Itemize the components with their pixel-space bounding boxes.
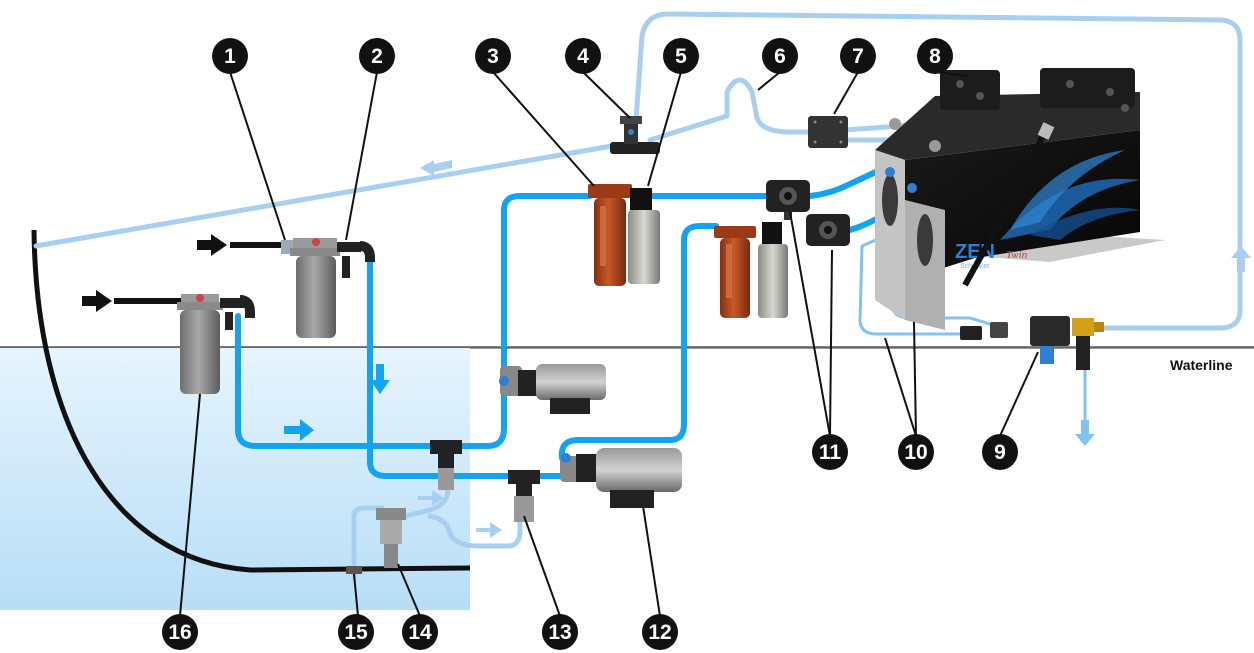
junction-box-7 xyxy=(808,116,848,148)
prefilter-11b xyxy=(714,226,756,318)
callout-12: 12 xyxy=(642,614,678,650)
svg-text:8: 8 xyxy=(929,45,941,68)
waterline-label: Waterline xyxy=(1170,357,1233,373)
callout-1: 1 xyxy=(212,38,248,74)
callout-14: 14 xyxy=(402,614,438,650)
strainer-1 xyxy=(281,238,375,338)
svg-text:15: 15 xyxy=(344,621,368,644)
seacock-14 xyxy=(376,508,406,568)
callout-15: 15 xyxy=(338,614,374,650)
svg-text:10: 10 xyxy=(904,441,927,464)
svg-text:5: 5 xyxy=(675,45,687,68)
callout-9: 9 xyxy=(982,434,1018,470)
callout-3: 3 xyxy=(475,38,511,74)
svg-text:3: 3 xyxy=(487,45,499,68)
filter-5 xyxy=(628,188,660,284)
svg-text:14: 14 xyxy=(408,621,432,644)
callout-13: 13 xyxy=(542,614,578,650)
pressure-sensor-11a xyxy=(766,180,810,220)
thru-hull-15 xyxy=(346,566,362,574)
model-logo: Twin xyxy=(1006,249,1028,261)
pump-12 xyxy=(560,448,682,508)
flow-arrows xyxy=(418,160,1251,538)
tee-13 xyxy=(508,470,540,522)
callout-2: 2 xyxy=(359,38,395,74)
hull xyxy=(31,229,471,573)
feed-lines xyxy=(235,167,915,479)
callout-6: 6 xyxy=(762,38,798,74)
pump-upper xyxy=(499,364,606,414)
callout-16: 16 xyxy=(162,614,198,650)
svg-text:6: 6 xyxy=(774,45,786,68)
callout-8: 8 xyxy=(917,38,953,74)
pressure-sensor-11b xyxy=(806,214,850,246)
brine-lines xyxy=(33,11,1243,581)
valve-4 xyxy=(610,116,660,154)
leader-lines xyxy=(179,71,1039,617)
callout-11: 11 xyxy=(812,434,848,470)
svg-text:9: 9 xyxy=(994,441,1006,464)
feed-arrows xyxy=(284,364,390,441)
svg-text:7: 7 xyxy=(852,45,864,68)
diverter-valve-9 xyxy=(960,316,1104,370)
svg-text:2: 2 xyxy=(371,45,383,68)
svg-text:4: 4 xyxy=(577,45,589,68)
callout-7: 7 xyxy=(840,38,876,74)
svg-text:11: 11 xyxy=(819,441,842,464)
svg-text:1: 1 xyxy=(224,45,236,68)
callout-4: 4 xyxy=(565,38,601,74)
inlet-arrows xyxy=(82,234,288,312)
svg-text:12: 12 xyxy=(648,621,671,644)
filter-5b xyxy=(758,222,788,318)
callout-10: 10 xyxy=(898,434,934,470)
watermaker-unit-8: ZEN Twin Schenker xyxy=(875,68,1165,330)
prefilter-3 xyxy=(588,184,632,286)
callout-5: 5 xyxy=(663,38,699,74)
strainer-16 xyxy=(177,294,255,394)
tee-upper xyxy=(430,440,462,490)
svg-text:16: 16 xyxy=(168,621,191,644)
svg-text:13: 13 xyxy=(548,621,571,644)
